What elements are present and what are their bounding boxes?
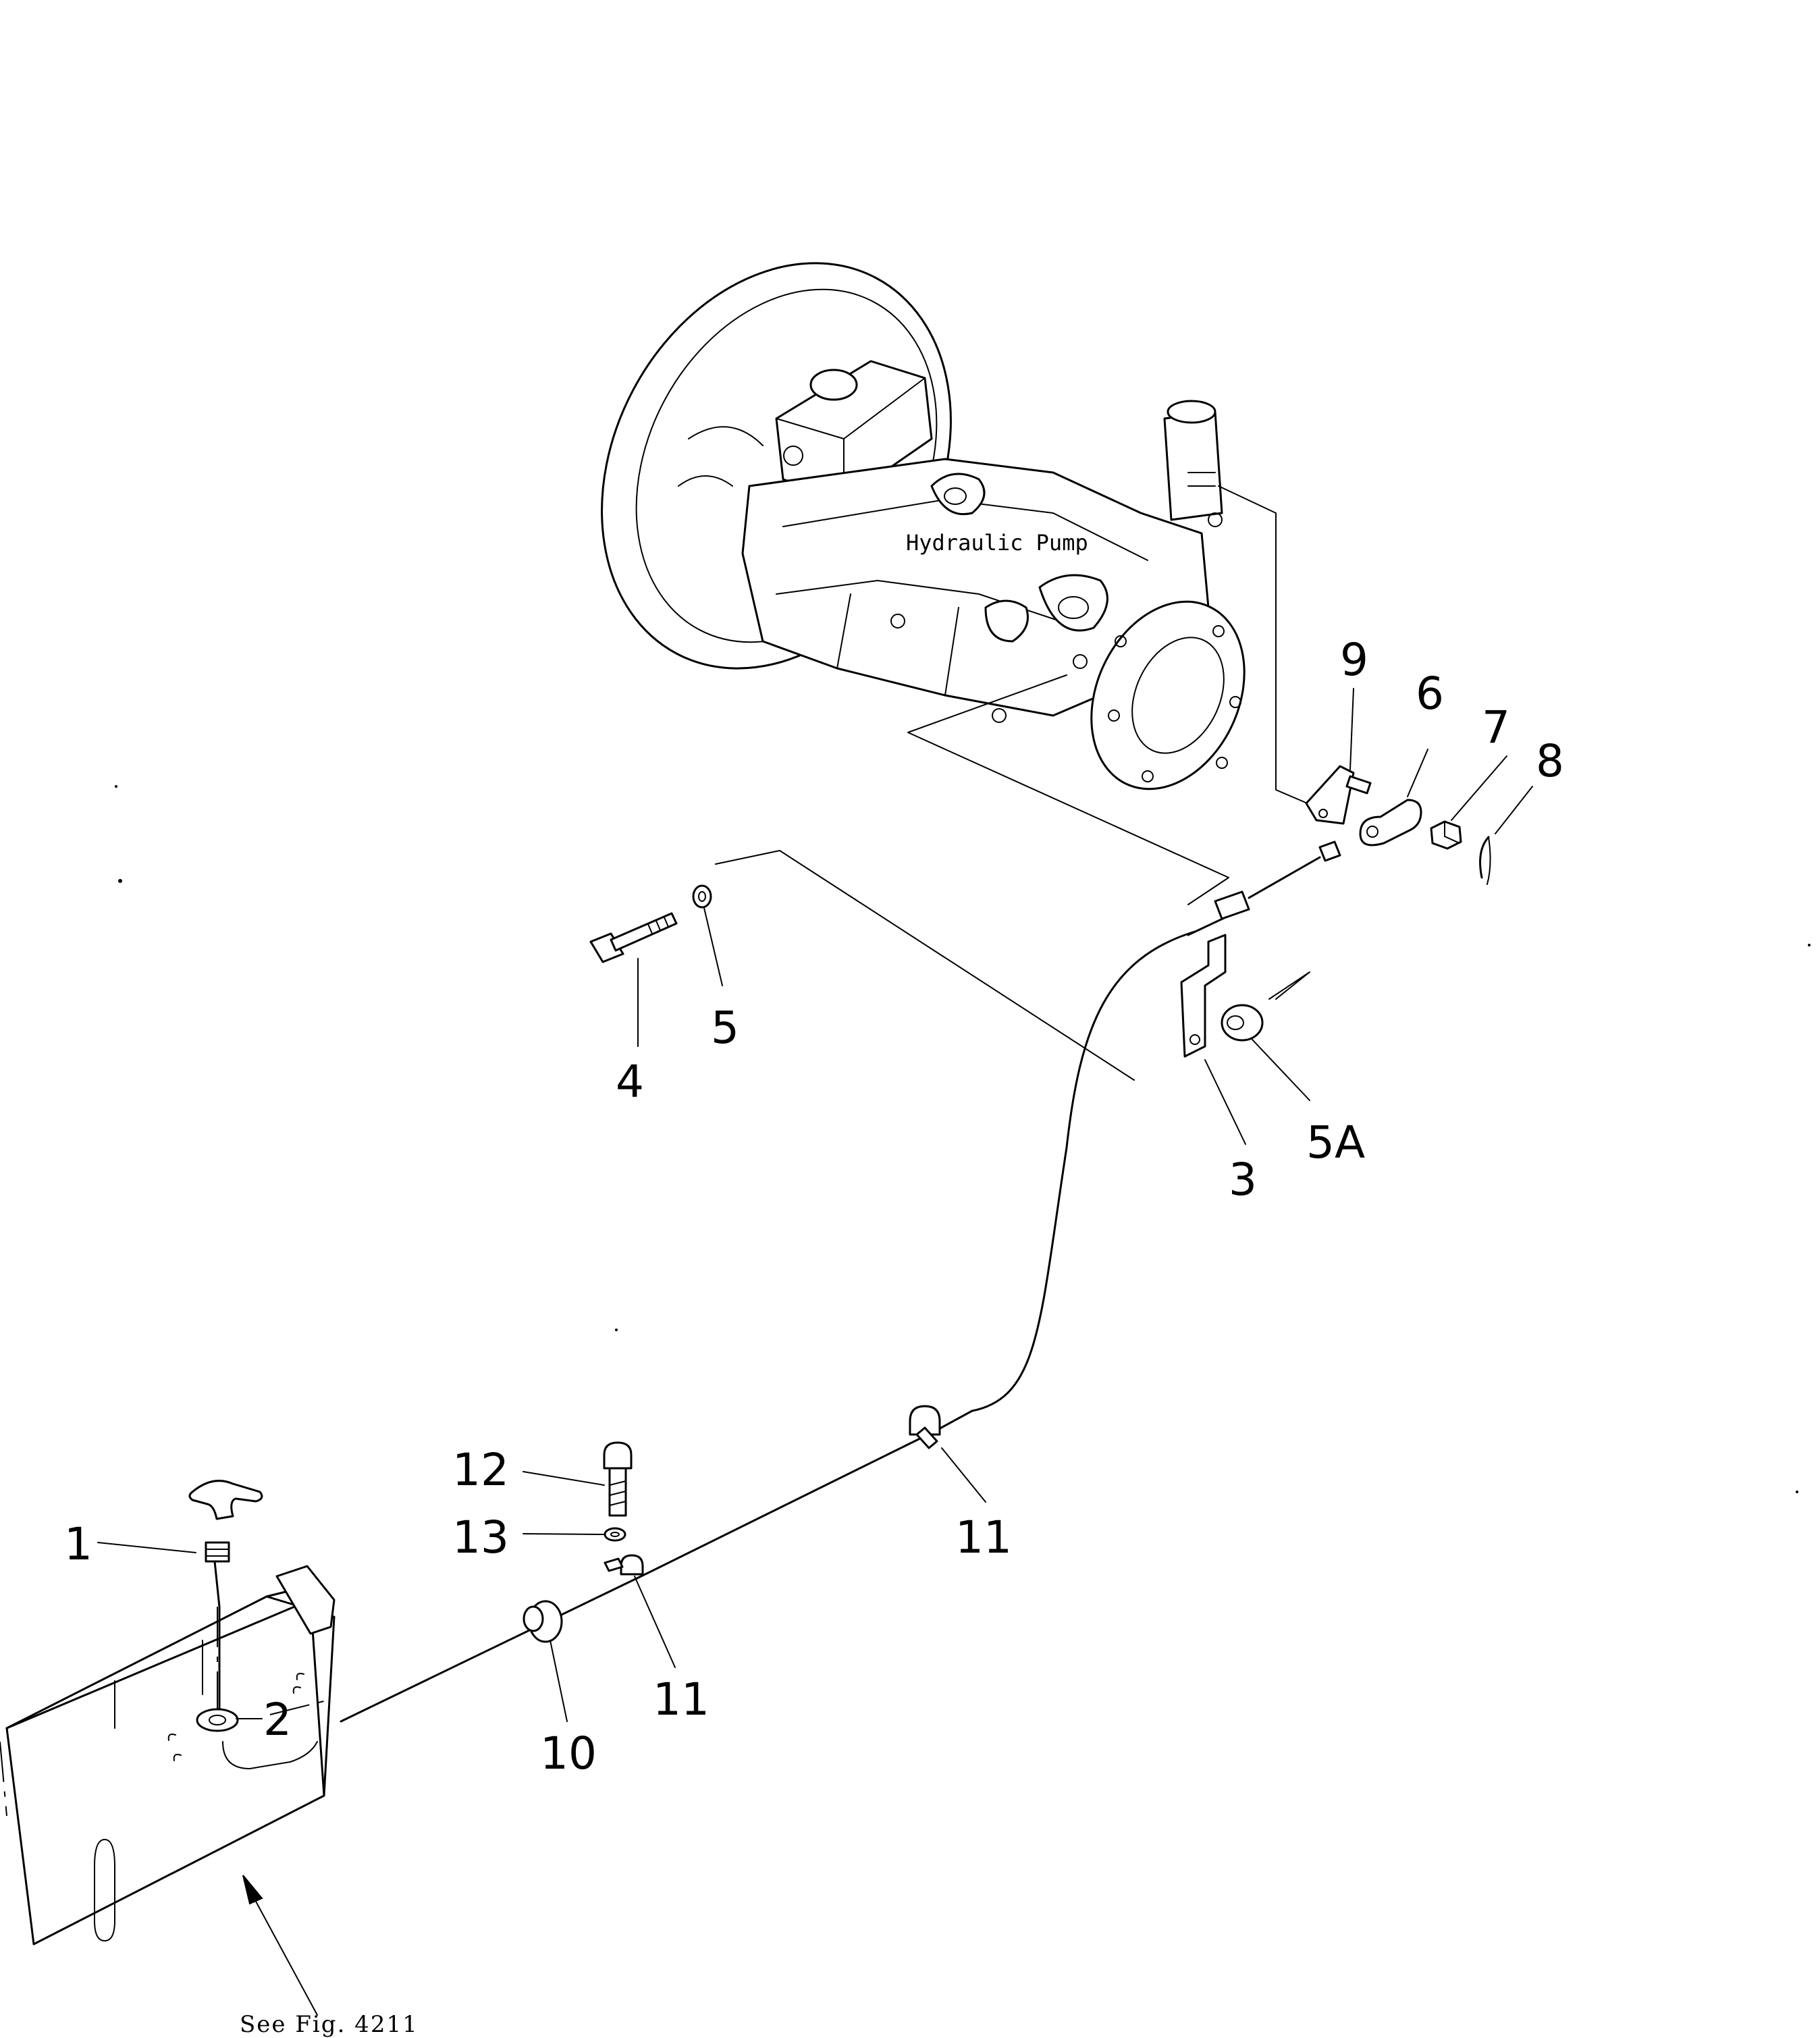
control-knob: [188, 1480, 263, 1728]
plate: [1305, 765, 1372, 825]
bracket: [1180, 934, 1227, 1058]
callout-2: 2: [263, 1694, 292, 1746]
grommet: [523, 1600, 563, 1643]
control-cable: [340, 485, 1341, 1723]
callout-6: 6: [1416, 668, 1444, 720]
cable-clamp-upper: [909, 1405, 941, 1449]
callout-11-upper: 11: [955, 1511, 1012, 1563]
nut: [1430, 820, 1462, 850]
clamp-washer: [604, 1527, 626, 1542]
clamp-bolt: [603, 1441, 633, 1517]
callout-8: 8: [1536, 735, 1564, 787]
ball-joint: [1359, 799, 1422, 847]
bolt: [589, 912, 678, 963]
callout-12: 12: [452, 1444, 509, 1496]
callout-3: 3: [1229, 1154, 1257, 1206]
callout-5: 5: [711, 1002, 739, 1054]
callout-11-lower: 11: [653, 1673, 710, 1725]
callout-13: 13: [452, 1511, 509, 1563]
cotter-pin: [1479, 836, 1491, 885]
control-box: [0, 1565, 336, 1946]
pump-label: Hydraulic Pump: [906, 530, 1088, 556]
mount-nut: [196, 1708, 239, 1732]
callout-9: 9: [1340, 634, 1368, 686]
leader-lines: [97, 688, 1533, 2016]
spacer: [1221, 1004, 1264, 1042]
callout-4: 4: [616, 1056, 644, 1108]
callout-1: 1: [64, 1518, 92, 1570]
scan-specks: [115, 785, 1811, 1493]
callout-5a: 5A: [1306, 1117, 1365, 1169]
washer: [692, 884, 712, 909]
cable-clamp-lower: [604, 1554, 644, 1576]
callout-7: 7: [1482, 701, 1510, 753]
reference-note: See Fig. 4211: [240, 2011, 419, 2038]
hydraulic-pump: Hydraulic Pump: [601, 262, 1246, 790]
callout-10: 10: [540, 1727, 597, 1779]
